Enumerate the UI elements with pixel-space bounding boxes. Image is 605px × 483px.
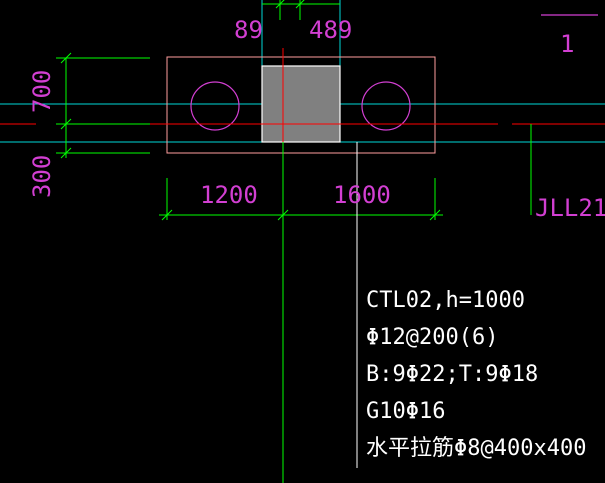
dim-left-tick-top: [60, 52, 72, 64]
section-mark-number: 1: [560, 30, 574, 58]
dim-text-left-upper: 700: [28, 70, 56, 113]
annotation-line-3: B:9Φ22;T:9Φ18: [366, 362, 538, 387]
dim-text-top-right: 489: [309, 16, 352, 44]
pile-right-icon: [361, 81, 411, 131]
dim-text-left-lower: 300: [28, 155, 56, 198]
pile-left-icon: [190, 81, 240, 131]
dim-left-tick-mid: [60, 118, 72, 130]
dim-bottom-tick-right: [429, 209, 441, 221]
dim-text-bottom-left: 1200: [200, 181, 258, 209]
beam-label: JLL21: [535, 194, 605, 222]
dim-left-tick-bottom: [60, 147, 72, 159]
pile-cap-outline: [166, 56, 436, 154]
annotation-line-5: 水平拉筋Φ8@400x400: [366, 436, 586, 461]
dim-bottom-tick-left: [161, 209, 173, 221]
annotation-line-4: G10Φ16: [366, 399, 445, 424]
dim-text-top-left: 89: [234, 16, 263, 44]
annotation-line-1: CTL02,h=1000: [366, 288, 525, 313]
dimension-lines: [56, 0, 532, 483]
column-section: [261, 65, 341, 143]
dim-top-tick-2: [295, 0, 305, 9]
annotation-line-2: Φ12@200(6): [366, 325, 498, 350]
red-axis-lines: [0, 48, 605, 142]
dim-top-tick: [275, 0, 285, 9]
dim-text-bottom-right: 1600: [333, 181, 391, 209]
annotation-block: CTL02,h=1000 Φ12@200(6) B:9Φ22;T:9Φ18 G1…: [366, 288, 586, 461]
